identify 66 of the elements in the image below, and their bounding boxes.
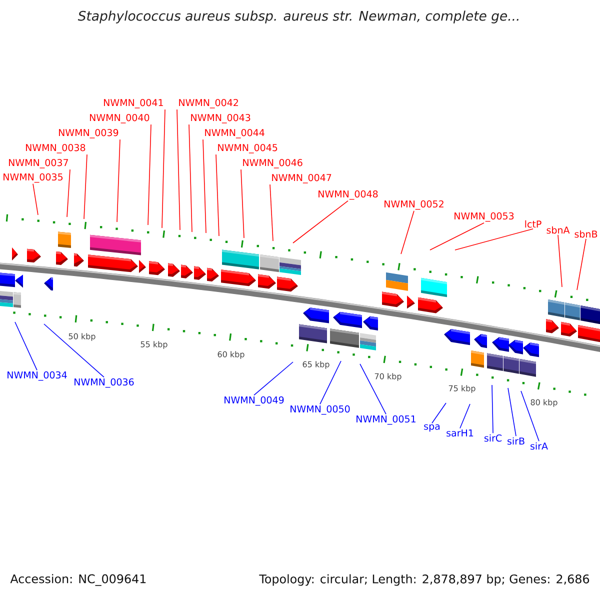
gene-label: NWMN_0045 <box>218 144 278 154</box>
gene-label: NWMN_0035 <box>4 173 63 183</box>
leader-line <box>188 124 192 232</box>
scale-label: 65 kbp <box>302 361 330 369</box>
scale-label: 80 kbp <box>530 399 558 407</box>
footer-text: Topology: circular; Length: 2,878,897 bp; Genes: 2,686 <box>259 574 590 586</box>
leader-line <box>460 404 470 429</box>
gene-label: NWMN_0051 <box>356 415 416 425</box>
title: Staphylococcus aureus subsp. aureus str. Newman, complete ge... <box>78 10 518 24</box>
gene-label: NWMN_0047 <box>272 174 332 184</box>
leader-line <box>360 364 386 415</box>
gene-label: NWMN_0048 <box>318 190 378 200</box>
leader-line <box>454 228 534 250</box>
scale-label: 70 kbp <box>374 373 402 381</box>
gene-label: spa <box>424 424 440 432</box>
leader-line <box>520 390 540 442</box>
leader-line <box>430 222 484 250</box>
leader-line <box>292 200 348 244</box>
gene-label: NWMN_0046 <box>243 159 302 168</box>
leader-line <box>270 184 274 242</box>
leader-line <box>14 322 38 371</box>
scale-label: 55 kbp <box>140 341 168 349</box>
gene-label: NWMN_0042 <box>179 99 238 108</box>
leader-line <box>240 169 244 238</box>
scale-label: 60 kbp <box>218 351 244 359</box>
gene-label: NWMN_0052 <box>384 200 444 210</box>
gene-label: NWMN_0049 <box>224 396 284 406</box>
leader-line <box>216 154 220 236</box>
gene-label: NWMN_0050 <box>290 405 350 415</box>
gene-label: NWMN_0038 <box>26 144 86 154</box>
gene-label: NWMN_0041 <box>104 99 163 108</box>
leader-line <box>492 384 494 434</box>
leader-line <box>176 109 180 230</box>
leader-line <box>44 324 104 378</box>
leader-line <box>202 139 206 234</box>
scale-label: 75 kbp <box>448 385 476 393</box>
gene-label: NWMN_0053 <box>454 212 514 222</box>
leader-line <box>432 402 446 424</box>
leader-line <box>320 360 342 405</box>
footer-text: Accession: NC_009641 <box>10 574 146 586</box>
gene-label: sbnB <box>574 230 598 238</box>
leader-line <box>162 109 166 228</box>
scale-label: 50 kbp <box>68 333 96 341</box>
leader-line <box>148 124 152 226</box>
gene-label: sirA <box>530 442 548 450</box>
gene-label: NWMN_0036 <box>74 378 134 388</box>
gene-label: sarH1 <box>446 429 474 437</box>
leader-line <box>400 210 414 254</box>
gene-label: NWMN_0040 <box>90 114 150 124</box>
leader-line <box>254 362 294 396</box>
leader-line <box>116 139 120 222</box>
gene-label: lctP <box>525 220 542 228</box>
gene-label: NWMN_0039 <box>59 129 118 138</box>
gene-label: sirC <box>484 434 502 442</box>
gene-label: sirB <box>508 437 524 445</box>
leader-line <box>66 169 70 218</box>
leader-line <box>84 154 88 220</box>
gene-label: sbnA <box>546 226 570 234</box>
leader-line <box>32 183 38 216</box>
gene-label: NWMN_0034 <box>8 371 67 381</box>
gene-label: NWMN_0043 <box>191 114 250 124</box>
gene-label: NWMN_0044 <box>205 129 264 138</box>
leader-line <box>576 238 586 290</box>
leader-line <box>508 388 516 437</box>
leader-line <box>558 234 562 288</box>
gene-label: NWMN_0037 <box>9 159 68 168</box>
